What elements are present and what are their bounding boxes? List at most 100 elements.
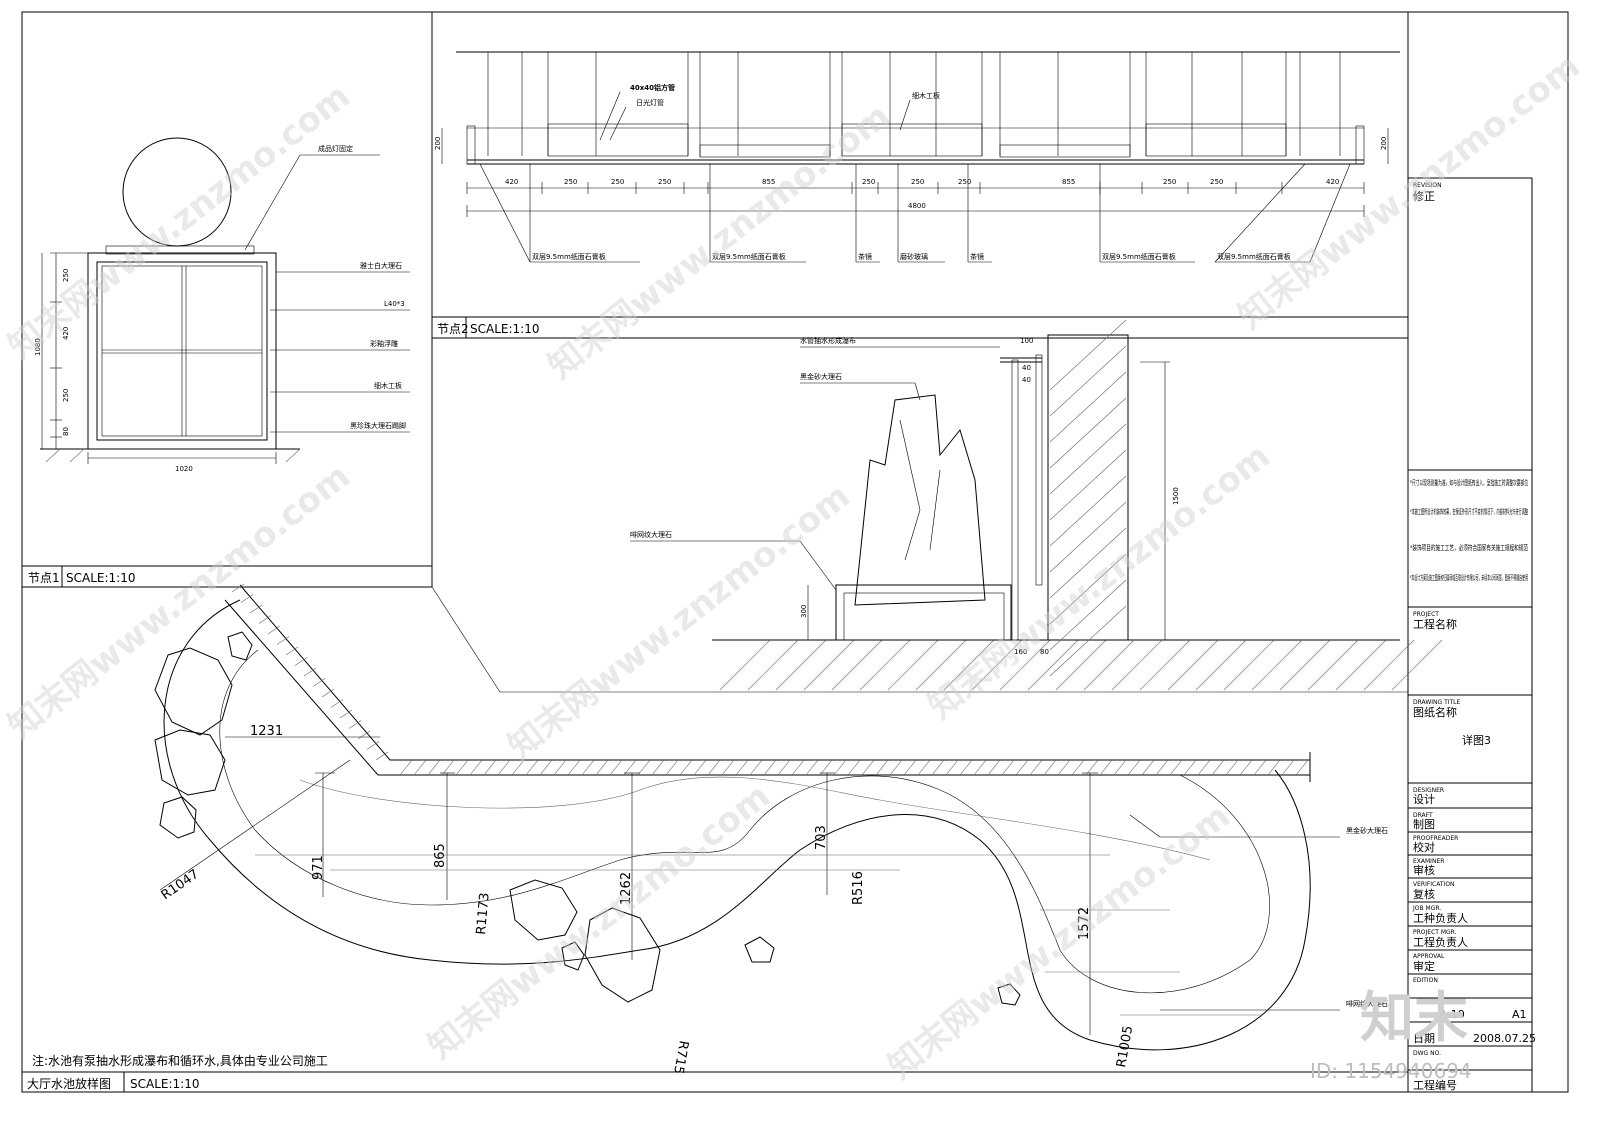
detail-2-scale: SCALE:1:10 <box>470 322 539 336</box>
plan-dim-4: R1047 <box>159 867 202 903</box>
drafting-line <box>231 583 245 593</box>
d2-dim-5: 855 <box>762 178 775 186</box>
plan-dim-6: 1262 <box>619 872 634 905</box>
d2-bottom-label-3: 茶镜 <box>858 252 872 261</box>
drafting-line <box>959 759 973 776</box>
drafting-line <box>1155 759 1169 776</box>
drafting-line <box>1139 639 1191 691</box>
drafting-line <box>1071 759 1085 776</box>
plan-dim-8: 703 <box>814 825 829 850</box>
rockery <box>854 394 986 606</box>
d2-dim-8: 250 <box>958 178 971 186</box>
plan-dim-3: 865 <box>433 843 448 868</box>
drafting-line <box>1085 759 1099 776</box>
plan-dim-11: R1005 <box>1114 1025 1136 1069</box>
drafting-line <box>1167 639 1219 691</box>
d1-label-3: L40*3 <box>384 300 405 308</box>
tb-row-4-cn: 审核 <box>1413 863 1435 877</box>
tb-row-8-en: APPROVAL <box>1413 953 1445 960</box>
drafting-line <box>1211 759 1225 776</box>
tb-row-1-en: DESIGNER <box>1413 787 1444 794</box>
tb-row-4-en: EXAMINER <box>1413 858 1444 865</box>
watermark-logo: 知末 <box>1360 986 1468 1049</box>
drafting-line <box>1049 371 1127 443</box>
d3-label-3: 啡网纹大理石 <box>630 530 672 539</box>
tb-row-2-en: DRAFT <box>1413 812 1433 819</box>
detail-2: 节点2 SCALE:1:10 200 200 40x40铝方管 日光灯管 细木工… <box>432 51 1408 339</box>
drafting-line <box>1295 759 1309 776</box>
drafting-line <box>427 759 441 776</box>
tb-drawing-title-cn: 图纸名称 <box>1413 705 1457 719</box>
d2-dim-1: 420 <box>505 178 518 186</box>
drafting-line <box>1225 759 1239 776</box>
d2-top-label-2: 日光灯管 <box>636 98 664 107</box>
d2-dim-6: 250 <box>862 178 875 186</box>
tb-row-7-cn: 工程负责人 <box>1413 935 1468 949</box>
drafting-line <box>1049 501 1127 573</box>
d2-dim-10: 250 <box>1163 178 1176 186</box>
watermark-text-1: 知末网www.znzmo.com <box>1 76 358 367</box>
drafting-line <box>719 639 771 691</box>
tb-row-8-cn: 审定 <box>1413 959 1435 973</box>
drafting-line <box>455 759 469 776</box>
d2-bottom-label-1: 双层9.5mm纸面石膏板 <box>532 252 606 261</box>
d2-bottom-label-7: 双层9.5mm纸面石膏板 <box>1217 252 1291 261</box>
d2-dim-total: 4800 <box>908 202 926 210</box>
drafting-line <box>567 759 581 776</box>
drafting-line <box>945 759 959 776</box>
tb-note-3: *装饰项目的施工工艺，必须符合国家有关施工规程和规范 <box>1410 543 1528 552</box>
d2-bottom-label-2: 双层9.5mm纸面石膏板 <box>712 252 786 261</box>
pool-plan: 大厅水池放样图 SCALE:1:10 注:水池有泵抽水形成瀑布和循环水,具体由专… <box>22 583 1408 1092</box>
pool-outline-outer <box>163 599 1311 1051</box>
drafting-line <box>777 759 791 776</box>
drafting-line <box>887 639 939 691</box>
d2-dim-2: 250 <box>564 178 577 186</box>
tb-row-2-cn: 制图 <box>1413 818 1435 831</box>
tb-row-3-en: PROOFREADER <box>1413 835 1458 842</box>
drafting-line <box>497 759 511 776</box>
d1-label-4: 彩釉浮雕 <box>370 339 398 348</box>
drafting-line <box>366 741 380 750</box>
drafting-line <box>413 759 427 776</box>
drafting-line <box>1197 759 1211 776</box>
drafting-line <box>483 759 497 776</box>
drafting-line <box>889 759 903 776</box>
tb-row-5-en: VERIFICATION <box>1413 881 1455 888</box>
drafting-line <box>721 759 735 776</box>
drafting-line <box>1015 759 1029 776</box>
drafting-line <box>1029 759 1043 776</box>
tb-sheet-size: A1 <box>1512 1008 1527 1021</box>
d1-dim-4: 80 <box>62 427 70 436</box>
drafting-line <box>637 759 651 776</box>
drafting-line <box>1049 605 1127 677</box>
drafting-line <box>1049 319 1127 391</box>
drafting-line <box>312 678 326 687</box>
d2-top-label-3: 细木工板 <box>912 91 940 100</box>
drafting-line <box>847 759 861 776</box>
d2-dim-11: 250 <box>1210 178 1223 186</box>
drafting-line <box>803 639 855 691</box>
plan-dim-9: R516 <box>851 871 866 905</box>
d1-label-5: 细木工板 <box>374 381 402 390</box>
d2-bottom-label-4: 磨砂玻璃 <box>900 252 928 261</box>
tb-row-3-cn: 校对 <box>1413 840 1435 854</box>
drafting-line <box>1043 759 1057 776</box>
detail-1-title: 节点1 <box>28 571 60 585</box>
detail-3: 水管抽水形成瀑布 黑金砂大理石 啡网纹大理石 100 40 40 1500 30… <box>431 319 1443 693</box>
watermark-text-8: 知末网www.znzmo.com <box>881 796 1238 1087</box>
drafting-line <box>441 759 455 776</box>
drafting-line <box>1049 449 1127 521</box>
plan-dim-7: R715 <box>670 1039 691 1075</box>
drafting-line <box>791 759 805 776</box>
drafting-line <box>339 709 353 719</box>
drafting-line <box>595 759 609 776</box>
d2-dim-side-right: 200 <box>1380 137 1388 150</box>
drafting-line <box>1049 345 1127 417</box>
tb-drawing-name: 详图3 <box>1462 733 1491 747</box>
drafting-line <box>859 639 911 691</box>
tb-date-cn: 日期 <box>1413 1032 1435 1045</box>
drafting-line <box>831 639 883 691</box>
watermark-text-5: 知末网www.znzmo.com <box>501 476 858 767</box>
d1-dim-total: 1080 <box>34 338 42 356</box>
drafting-line <box>875 759 889 776</box>
